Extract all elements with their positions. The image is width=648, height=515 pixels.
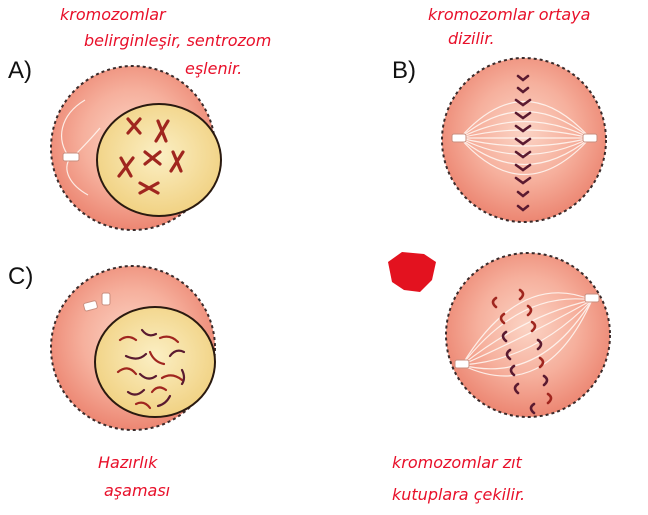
panel-a-note-line-2: belirginleşir, sentrozom xyxy=(84,31,271,50)
cell-d xyxy=(446,253,610,417)
centrosome-a xyxy=(63,153,79,161)
redaction-mark xyxy=(388,252,436,292)
cell-c xyxy=(51,266,215,430)
centrosome-d-right xyxy=(585,294,599,302)
centrosome-c-2 xyxy=(102,293,110,305)
panel-d-note-line-1: kromozomlar zıt xyxy=(392,453,523,472)
panel-c-note-line-2: aşaması xyxy=(104,481,170,500)
panel-c-letter: C) xyxy=(8,263,33,290)
centrosome-d-left xyxy=(455,360,469,368)
panel-a-note-line-1: kromozomlar xyxy=(60,5,167,24)
panel-d: kromozomlar zıt kutuplara çekilir. xyxy=(388,252,610,504)
cell-a xyxy=(51,66,221,230)
panel-b-note-line-2: dizilir. xyxy=(448,29,495,48)
panel-c: C) Hazırlık aşaması xyxy=(8,263,215,500)
panel-a-note-line-3: eşlenir. xyxy=(185,59,242,78)
panel-c-note-line-1: Hazırlık xyxy=(98,453,158,472)
panel-a: A) kromozomlar belirginleşir, sentrozom … xyxy=(8,5,271,230)
cell-b xyxy=(442,58,606,222)
panel-b: B) kromozomlar ortaya dizilir. xyxy=(392,5,606,222)
panel-d-note-line-2: kutuplara çekilir. xyxy=(392,485,525,504)
centrosome-b-left xyxy=(452,134,466,142)
centrosome-b-right xyxy=(583,134,597,142)
panel-b-note-line-1: kromozomlar ortaya xyxy=(428,5,590,24)
panel-b-letter: B) xyxy=(392,57,416,84)
nucleus-c xyxy=(95,307,215,417)
panel-a-letter: A) xyxy=(8,57,32,84)
